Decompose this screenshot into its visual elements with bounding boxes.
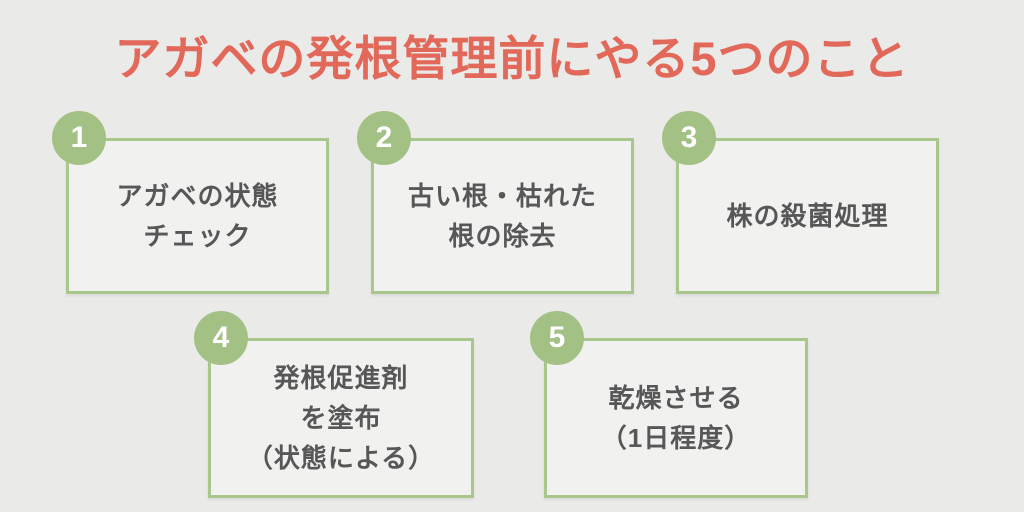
step-1-number-badge: 1 — [52, 111, 106, 165]
step-card-5: 5 乾燥させる （1日程度） — [530, 311, 808, 498]
step-3-number: 3 — [680, 121, 698, 154]
step-5-line-1: 乾燥させる — [608, 383, 744, 413]
step-4-text: 発根促進剤 を塗布 （状態による） — [247, 358, 435, 478]
step-card-1: 1 アガベの状態 チェック — [52, 111, 329, 294]
step-card-3: 3 株の殺菌処理 — [662, 111, 939, 294]
step-5-number: 5 — [548, 321, 566, 354]
step-card-2: 2 古い根・枯れた 根の除去 — [357, 111, 634, 294]
step-2-number: 2 — [375, 121, 393, 154]
step-4-number-badge: 4 — [194, 311, 248, 365]
step-1-line-1: アガベの状態 — [116, 181, 279, 211]
step-4-line-1: 発根促進剤 — [273, 363, 409, 393]
step-1-line-2: チェック — [143, 221, 252, 251]
step-4-number: 4 — [212, 321, 230, 354]
step-3-number-badge: 3 — [662, 111, 716, 165]
page-title: アガベの発根管理前にやる5つのこと — [114, 32, 910, 85]
step-2-number-badge: 2 — [357, 111, 411, 165]
step-2-line-2: 根の除去 — [448, 221, 557, 251]
step-5-number-badge: 5 — [530, 311, 584, 365]
step-2-line-1: 古い根・枯れた — [407, 181, 597, 211]
step-5-line-2: （1日程度） — [600, 423, 752, 453]
step-2-text: 古い根・枯れた 根の除去 — [408, 176, 597, 256]
step-3-line-1: 株の殺菌処理 — [726, 201, 889, 231]
step-1-text: アガベの状態 チェック — [116, 176, 278, 256]
step-card-4: 4 発根促進剤 を塗布 （状態による） — [194, 311, 474, 498]
step-5-text: 乾燥させる （1日程度） — [601, 378, 751, 458]
step-4-line-2: を塗布 — [300, 403, 382, 433]
step-4-line-3: （状態による） — [246, 443, 436, 473]
step-1-number: 1 — [70, 121, 88, 154]
step-3-text: 株の殺菌処理 — [726, 196, 888, 236]
